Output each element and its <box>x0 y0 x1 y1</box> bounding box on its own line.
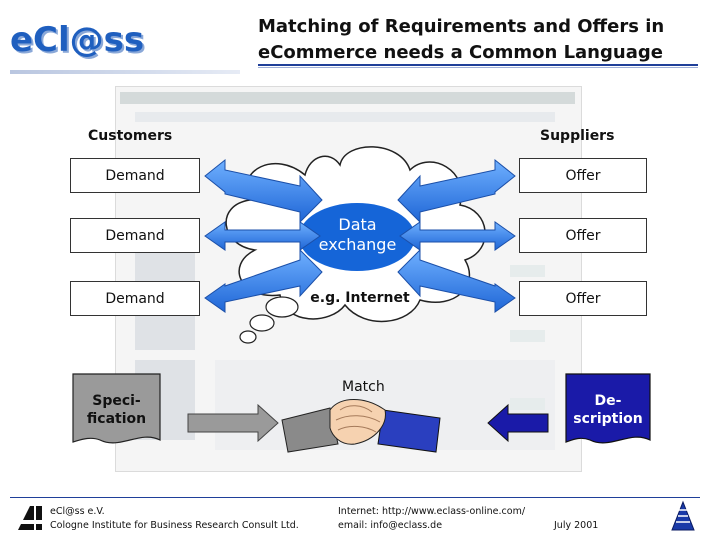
demand-box-1: Demand <box>70 158 200 193</box>
title-rule <box>258 64 698 66</box>
title-rule-thin <box>258 67 698 68</box>
handshake-icon <box>281 399 441 453</box>
left-double-arrows <box>204 158 323 313</box>
offer-box-1: Offer <box>519 158 647 193</box>
demand-box-2: Demand <box>70 218 200 253</box>
institute-logo-icon <box>18 506 42 530</box>
eclass-logo: eCl@ss <box>10 20 145 60</box>
footer-org: eCl@ss e.V. <box>50 506 105 517</box>
description-label: De- scription <box>573 393 643 427</box>
footer-contact: Internet: http://www.eclass-online.com/ … <box>338 505 525 533</box>
demand-box-3: Demand <box>70 281 200 316</box>
specification-label: Speci- fication <box>86 393 147 427</box>
footer-rule <box>10 497 700 498</box>
suppliers-label: Suppliers <box>540 128 615 144</box>
internet-label: e.g. Internet <box>310 290 410 306</box>
data-exchange-ellipse <box>299 203 415 271</box>
customers-label: Customers <box>88 128 173 144</box>
data-exchange-label: Data exchange <box>318 215 397 254</box>
title-line-1: Matching of Requirements and Offers in <box>258 16 665 37</box>
logo-underline <box>10 70 240 74</box>
match-label: Match <box>342 379 385 395</box>
footer-date: July 2001 <box>554 520 599 531</box>
title-line-2: eCommerce needs a Common Language <box>258 42 663 63</box>
specification-document <box>72 373 161 444</box>
pyramid-icon <box>671 500 695 531</box>
description-arrow <box>487 403 549 443</box>
footer-institute: Cologne Institute for Business Research … <box>50 520 299 531</box>
right-double-arrows <box>397 158 516 313</box>
footer-email: email: info@eclass.de <box>338 520 443 531</box>
slide-title: Matching of Requirements and Offers in e… <box>258 14 708 66</box>
footer-left: eCl@ss e.V. Cologne Institute for Busine… <box>50 505 299 533</box>
offer-box-3: Offer <box>519 281 647 316</box>
footer-internet: Internet: http://www.eclass-online.com/ <box>338 506 526 517</box>
offer-box-2: Offer <box>519 218 647 253</box>
specification-arrow <box>187 403 279 443</box>
description-document <box>565 373 651 444</box>
